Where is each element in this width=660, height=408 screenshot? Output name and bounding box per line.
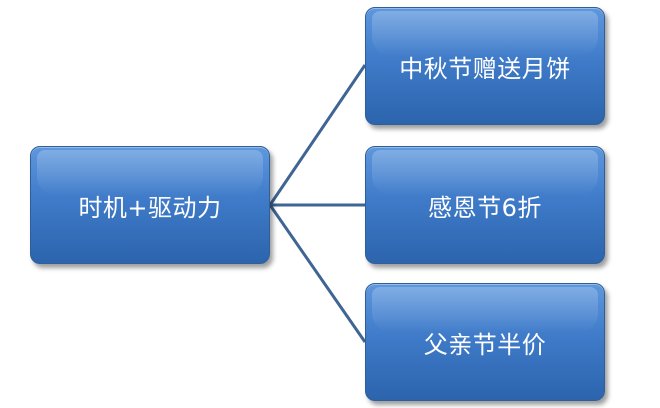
child-node-2-label: 感恩节6折: [428, 193, 542, 222]
connector-to-child-3: [268, 204, 367, 343]
root-node-label: 时机+驱动力: [78, 193, 222, 222]
child-node-2: 感恩节6折: [365, 146, 605, 264]
root-node: 时机+驱动力: [30, 146, 270, 264]
child-node-1: 中秋节赠送月饼: [365, 7, 605, 125]
connector-to-child-1: [268, 64, 367, 206]
child-node-3-label: 父亲节半价: [423, 330, 547, 359]
child-node-3: 父亲节半价: [365, 283, 605, 401]
child-node-1-label: 中秋节赠送月饼: [399, 54, 571, 83]
